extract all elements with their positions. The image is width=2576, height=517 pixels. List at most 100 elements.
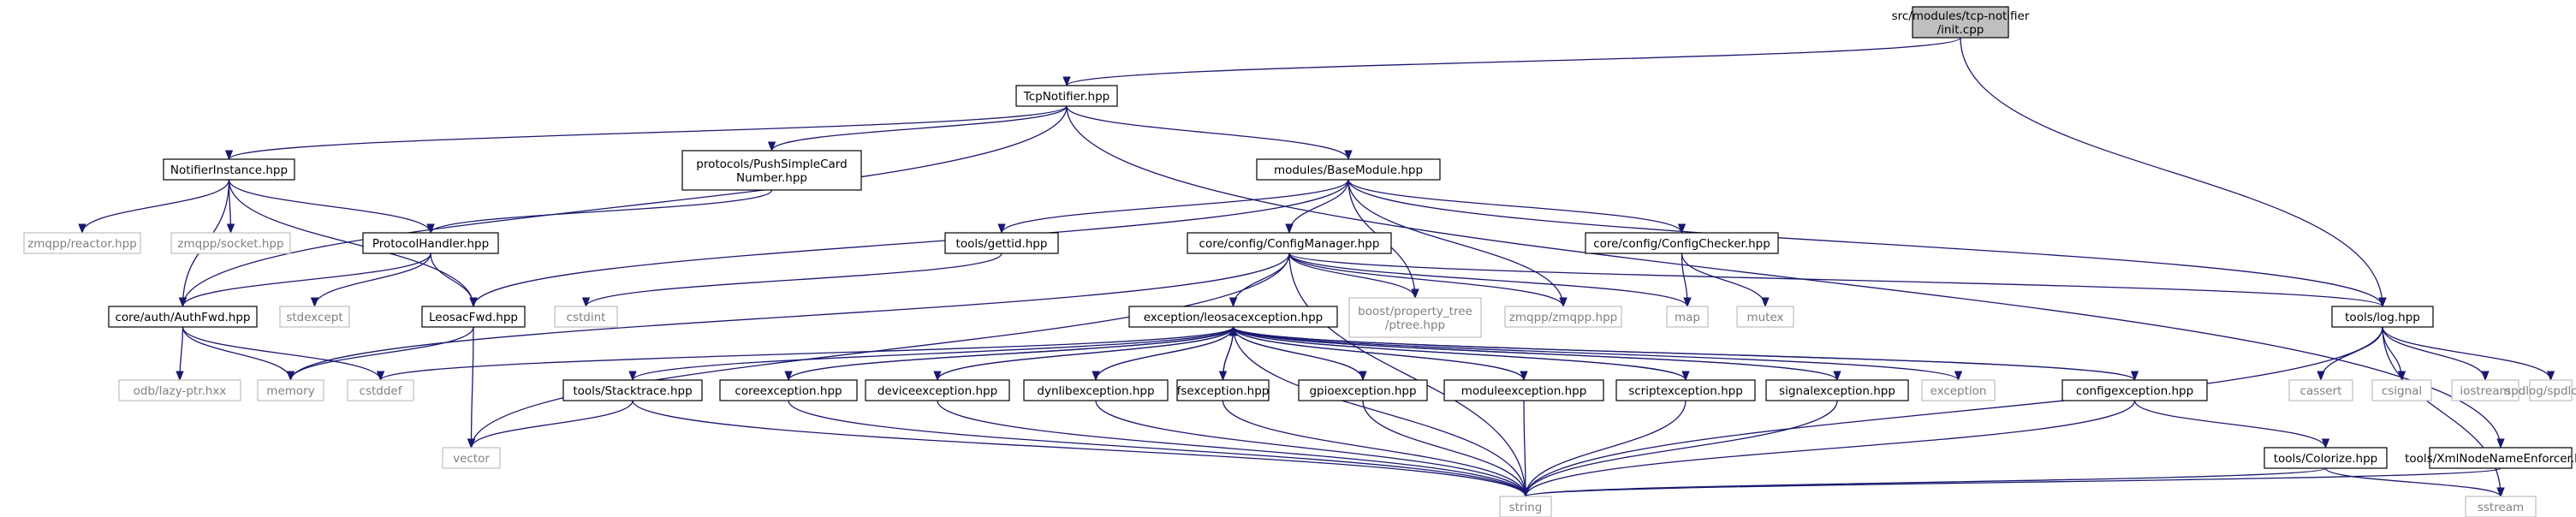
- node-iostream: iostream: [2451, 379, 2519, 401]
- node-label-reactor-0: zmqpp/reactor.hpp: [27, 237, 137, 251]
- node-configchecker[interactable]: core/config/ConfigChecker.hpp: [1585, 232, 1779, 254]
- node-authfwd[interactable]: core/auth/AuthFwd.hpp: [108, 306, 258, 328]
- node-box-stacktrace: [562, 379, 703, 401]
- node-moduleexc[interactable]: moduleexception.hpp: [1443, 379, 1604, 401]
- node-box-init: [1912, 6, 2009, 39]
- node-label-memory-0: memory: [266, 384, 314, 398]
- edge-basemodule-to-gettid: [997, 179, 1349, 235]
- node-tcpnotifier[interactable]: TcpNotifier.hpp: [1015, 85, 1118, 107]
- node-cstdint: cstdint: [554, 306, 618, 328]
- node-label-stacktrace-0: tools/Stacktrace.hpp: [573, 384, 692, 398]
- node-box-map: [1666, 306, 1709, 328]
- edge-fsexc-to-string: [1222, 400, 1530, 498]
- node-leosacexc[interactable]: exception/leosacexception.hpp: [1128, 306, 1338, 328]
- node-deviceexc[interactable]: deviceexception.hpp: [865, 379, 1010, 401]
- node-label-colorize-0: tools/Colorize.hpp: [2274, 452, 2378, 466]
- edge-configmanager-to-ptree: [1288, 253, 1419, 300]
- edge-leosacexc-to-string: [1232, 326, 1530, 498]
- node-configmanager[interactable]: core/config/ConfigManager.hpp: [1187, 232, 1392, 254]
- node-label-init-0: src/modules/tcp-notifier: [1892, 9, 2030, 23]
- edge-configmanager-to-string: [1288, 253, 1530, 498]
- edge-notifierinstance-to-protocolhandler: [228, 179, 435, 235]
- node-basemodule[interactable]: modules/BaseModule.hpp: [1256, 158, 1441, 181]
- edge-log-to-cassert: [2317, 326, 2383, 382]
- edge-gpioexc-to-leosacexc: [1229, 325, 1364, 381]
- node-lazyptr: odb/lazy-ptr.hxx: [118, 379, 241, 401]
- edge-colorize-to-sstream: [2324, 467, 2505, 498]
- node-label-exception-0: exception: [1931, 384, 1987, 398]
- edge-notifierinstance-to-leosacfwd: [228, 179, 478, 308]
- node-box-leosacexc: [1128, 306, 1338, 328]
- node-label-xmlnode-0: tools/XmlNodeNameEnforcer.hpp: [2405, 452, 2576, 466]
- edge-signalexc-to-string: [1521, 400, 1838, 498]
- node-label-configexc-0: configexception.hpp: [2076, 384, 2193, 398]
- node-init[interactable]: src/modules/tcp-notifier/init.cpp: [1892, 6, 2030, 39]
- node-box-log: [2331, 306, 2434, 328]
- node-log[interactable]: tools/log.hpp: [2331, 306, 2434, 328]
- node-box-cassert: [2288, 379, 2353, 401]
- edge-authfwd-to-lazyptr: [176, 326, 184, 382]
- node-label-vector-0: vector: [453, 452, 490, 466]
- node-box-coreexc: [719, 379, 858, 401]
- node-gpioexc[interactable]: gpioexception.hpp: [1298, 379, 1428, 401]
- node-label-lazyptr-0: odb/lazy-ptr.hxx: [134, 384, 227, 398]
- node-label-leosacfwd-0: LeosacFwd.hpp: [429, 311, 518, 324]
- edge-notifierinstance-to-reactor: [78, 179, 230, 235]
- node-fsexc[interactable]: fsexception.hpp: [1176, 379, 1270, 401]
- node-signalexc[interactable]: signalexception.hpp: [1765, 379, 1909, 401]
- node-configexc[interactable]: configexception.hpp: [2061, 379, 2208, 401]
- node-box-fsexc: [1176, 379, 1270, 401]
- node-colorize[interactable]: tools/Colorize.hpp: [2264, 447, 2388, 469]
- edge-coreexc-to-leosacexc: [788, 325, 1238, 381]
- node-label-stdexcept-0: stdexcept: [286, 311, 342, 324]
- edge-init-to-tcpnotifier: [1062, 37, 1961, 87]
- edge-authfwd-to-cstddef: [181, 326, 385, 382]
- edge-coreexc-to-string: [788, 400, 1530, 498]
- edges: [78, 37, 2555, 498]
- edge-log-to-spdlog: [2382, 326, 2555, 382]
- node-box-socket: [170, 232, 291, 254]
- edge-leosacexc-to-cstddef: [377, 326, 1234, 382]
- edge-scriptexc-to-leosacexc: [1229, 325, 1687, 381]
- node-label-iostream-0: iostream: [2460, 384, 2510, 398]
- node-box-tcpnotifier: [1015, 85, 1118, 107]
- edge-deviceexc-to-string: [937, 400, 1530, 498]
- node-box-cstdint: [554, 306, 618, 328]
- node-box-authfwd: [108, 306, 258, 328]
- node-box-ptree: [1348, 297, 1482, 338]
- node-label-cstdint-0: cstdint: [567, 311, 606, 324]
- node-coreexc[interactable]: coreexception.hpp: [719, 379, 858, 401]
- node-label-gpioexc-0: gpioexception.hpp: [1309, 384, 1416, 398]
- node-stacktrace[interactable]: tools/Stacktrace.hpp: [562, 379, 703, 401]
- edge-configmanager-to-leosacexc: [1229, 253, 1290, 308]
- node-box-colorize: [2264, 447, 2388, 469]
- node-sstream: sstream: [2465, 496, 2537, 517]
- edge-basemodule-to-log: [1347, 179, 2387, 308]
- node-box-scriptexc: [1615, 379, 1756, 401]
- node-xmlnode[interactable]: tools/XmlNodeNameEnforcer.hpp: [2405, 447, 2576, 469]
- node-protocolhandler[interactable]: ProtocolHandler.hpp: [362, 232, 499, 254]
- node-label-socket-0: zmqpp/socket.hpp: [177, 237, 283, 251]
- node-box-xmlnode: [2429, 447, 2573, 469]
- edge-tcpnotifier-to-basemodule: [1066, 105, 1353, 161]
- edge-configexc-to-colorize: [2133, 400, 2330, 449]
- node-leosacfwd[interactable]: LeosacFwd.hpp: [421, 306, 526, 328]
- node-gettid[interactable]: tools/gettid.hpp: [944, 232, 1059, 254]
- node-notifierinstance[interactable]: NotifierInstance.hpp: [163, 158, 295, 181]
- node-dynlibexc[interactable]: dynlibexception.hpp: [1023, 379, 1169, 401]
- node-scriptexc[interactable]: scriptexception.hpp: [1615, 379, 1756, 401]
- edge-protocolhandler-to-leosacfwd: [430, 253, 478, 308]
- node-label-cassert-0: cassert: [2300, 384, 2342, 398]
- node-box-deviceexc: [865, 379, 1010, 401]
- node-label-zmqpp-0: zmqpp/zmqpp.hpp: [1509, 311, 1617, 324]
- node-label-configmanager-0: core/config/ConfigManager.hpp: [1199, 237, 1380, 251]
- edge-log-to-string: [1521, 326, 2383, 498]
- nodes: src/modules/tcp-notifier/init.cppTcpNoti…: [23, 6, 2576, 517]
- node-label-mutex-0: mutex: [1746, 311, 1783, 324]
- node-label-csignal-0: csignal: [2382, 384, 2422, 398]
- edge-deviceexc-to-leosacexc: [937, 325, 1238, 381]
- node-box-spdlog: [2529, 379, 2573, 401]
- node-csignal: csignal: [2371, 379, 2432, 401]
